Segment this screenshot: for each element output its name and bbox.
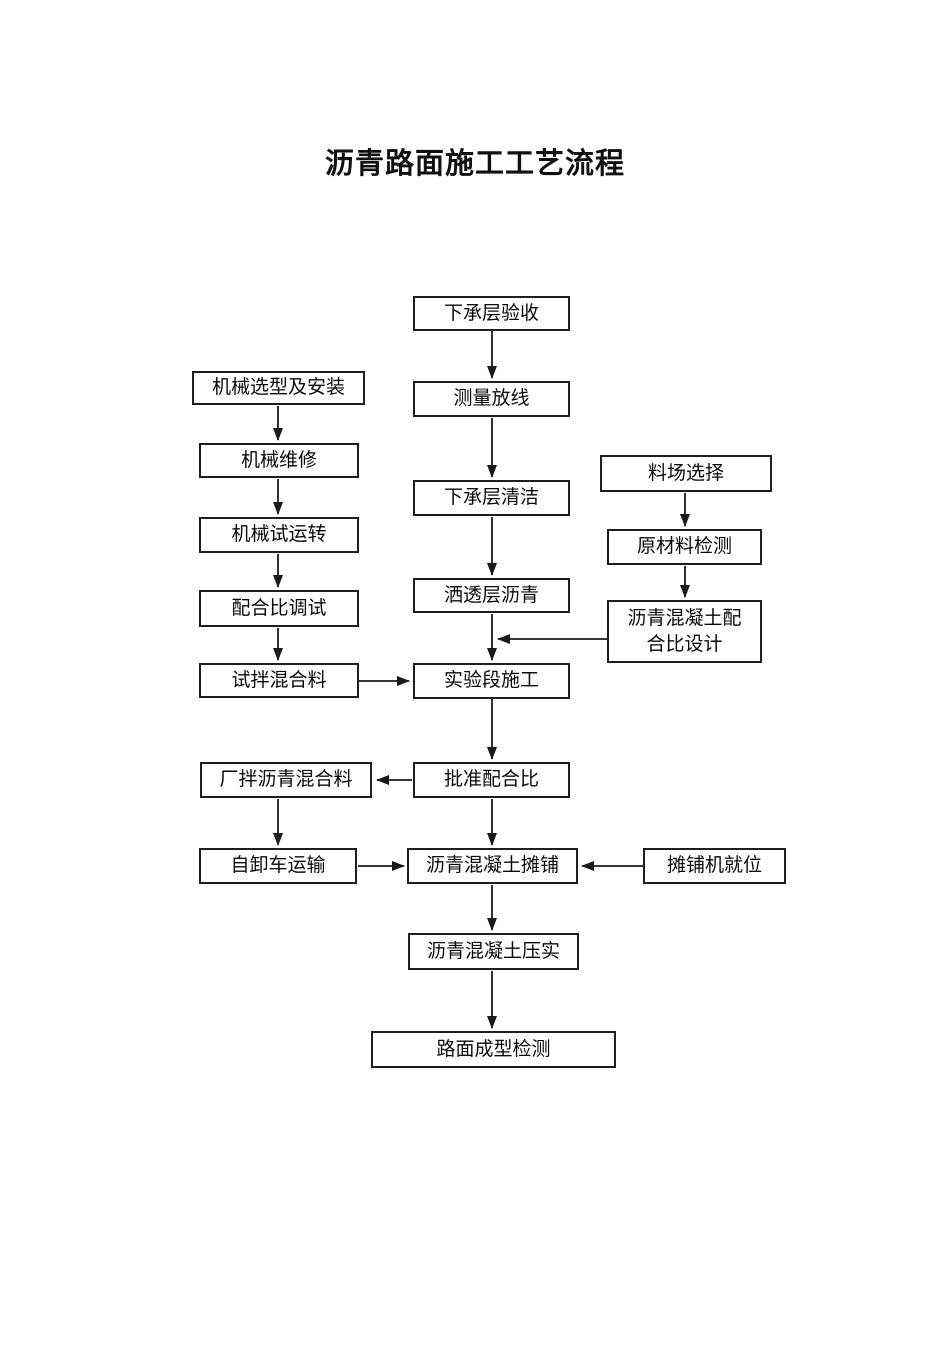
node-mix-design: 沥青混凝土配合比设计 — [607, 600, 762, 663]
node-clean-base: 下承层清洁 — [413, 480, 570, 516]
connectors — [273, 331, 690, 1029]
node-trial-section: 实验段施工 — [413, 663, 570, 699]
node-approve-mix: 批准配合比 — [413, 762, 570, 798]
node-final-inspection: 路面成型检测 — [371, 1031, 616, 1068]
node-machine-repair: 机械维修 — [199, 443, 359, 478]
node-spray-prime: 洒透层沥青 — [413, 578, 570, 613]
node-mix-debug: 配合比调试 — [199, 590, 359, 627]
node-machine-trial: 机械试运转 — [199, 517, 359, 553]
node-machine-select: 机械选型及安装 — [192, 371, 365, 405]
node-material-test: 原材料检测 — [607, 529, 762, 565]
node-truck-transport: 自卸车运输 — [199, 848, 357, 884]
node-survey-layout: 测量放线 — [413, 381, 570, 417]
node-compaction: 沥青混凝土压实 — [408, 933, 579, 970]
node-paver-position: 摊铺机就位 — [643, 848, 786, 884]
node-plant-mix: 厂拌沥青混合料 — [200, 762, 372, 798]
node-inspect-base: 下承层验收 — [413, 296, 570, 331]
node-site-select: 料场选择 — [600, 455, 772, 492]
node-trial-mix: 试拌混合料 — [199, 663, 359, 698]
node-mix-design-label: 沥青混凝土配合比设计 — [627, 607, 742, 655]
page-title: 沥青路面施工工艺流程 — [324, 148, 625, 180]
node-paving: 沥青混凝土摊铺 — [407, 848, 578, 884]
